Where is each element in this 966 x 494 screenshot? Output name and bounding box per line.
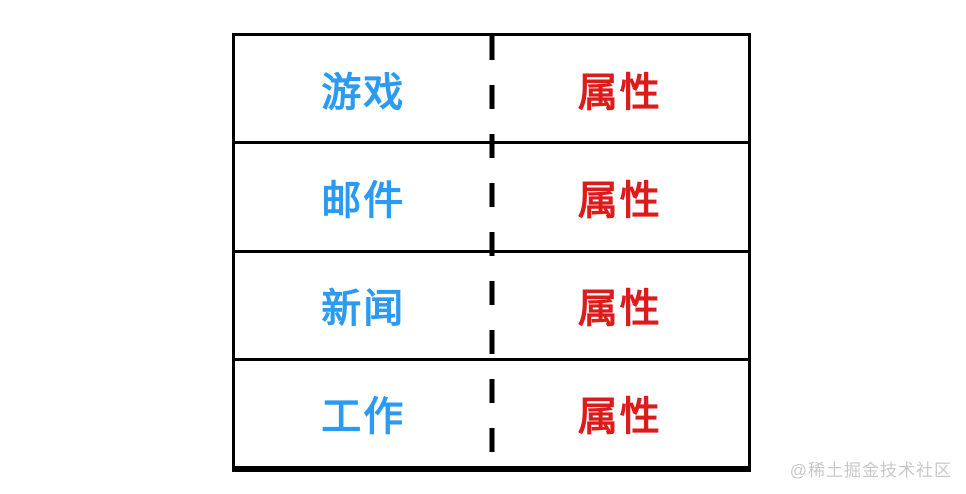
category-label: 工作 [321, 395, 406, 440]
table-row: 新闻 属性 [235, 253, 748, 361]
table-row: 工作 属性 [235, 361, 748, 469]
attribute-label: 属性 [577, 287, 662, 332]
category-attribute-table: 游戏 属性 邮件 属性 新闻 属性 工作 属性 [232, 33, 751, 472]
attribute-label: 属性 [577, 70, 662, 115]
category-label: 游戏 [321, 70, 406, 115]
attribute-label: 属性 [577, 395, 662, 440]
watermark: @稀土掘金技术社区 [789, 461, 952, 480]
category-label: 新闻 [321, 287, 406, 332]
table-row: 邮件 属性 [235, 144, 748, 253]
attribute-label: 属性 [577, 178, 662, 223]
category-label: 邮件 [321, 178, 406, 223]
table-row: 游戏 属性 [235, 36, 748, 145]
